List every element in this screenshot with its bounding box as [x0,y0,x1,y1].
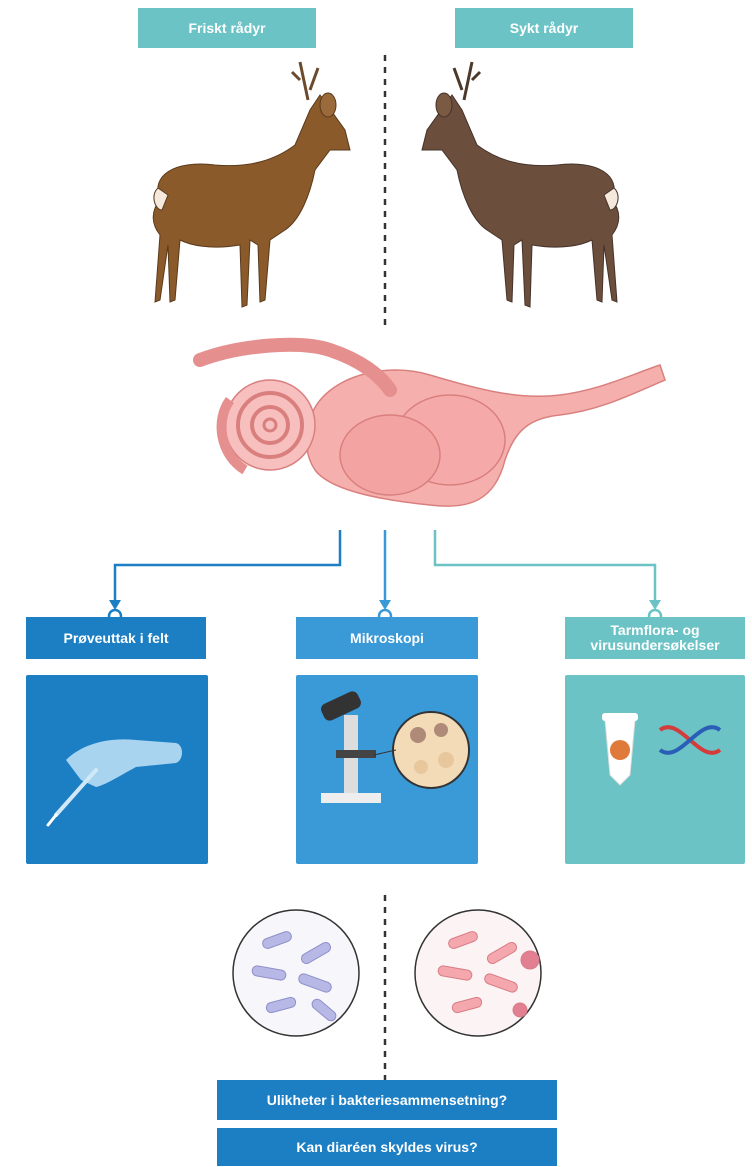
microscope-icon [296,675,478,864]
question-bacteria-text: Ulikheter i bakteriesammensetning? [267,1093,507,1108]
panel-field-sampling [26,675,208,864]
method-label-field-sampling-text: Prøveuttak i felt [63,631,168,646]
deer-healthy-icon [153,62,350,307]
question-bacteria: Ulikheter i bakteriesammensetning? [217,1080,557,1120]
method-label-microbiome-line2: virusundersøkelser [590,638,719,653]
method-label-microscopy: Mikroskopi [296,617,478,659]
method-label-microbiome-line1: Tarmflora- og [610,623,699,638]
deer-sick-icon [422,62,619,307]
method-label-microbiome: Tarmflora- og virusundersøkelser [565,617,745,659]
bacteria-healthy-icon [233,910,359,1036]
method-label-field-sampling: Prøveuttak i felt [26,617,206,659]
question-virus-text: Kan diaréen skyldes virus? [296,1140,477,1155]
tube-dna-icon [565,675,745,864]
method-label-microscopy-text: Mikroskopi [350,631,424,646]
intestine-icon [200,345,665,506]
panel-microbiome [565,675,745,864]
bacteria-sick-icon [415,910,541,1036]
connector-lines [115,530,655,605]
scalpel-hand-icon [26,675,208,864]
question-virus: Kan diaréen skyldes virus? [217,1128,557,1166]
panel-microscopy [296,675,478,864]
